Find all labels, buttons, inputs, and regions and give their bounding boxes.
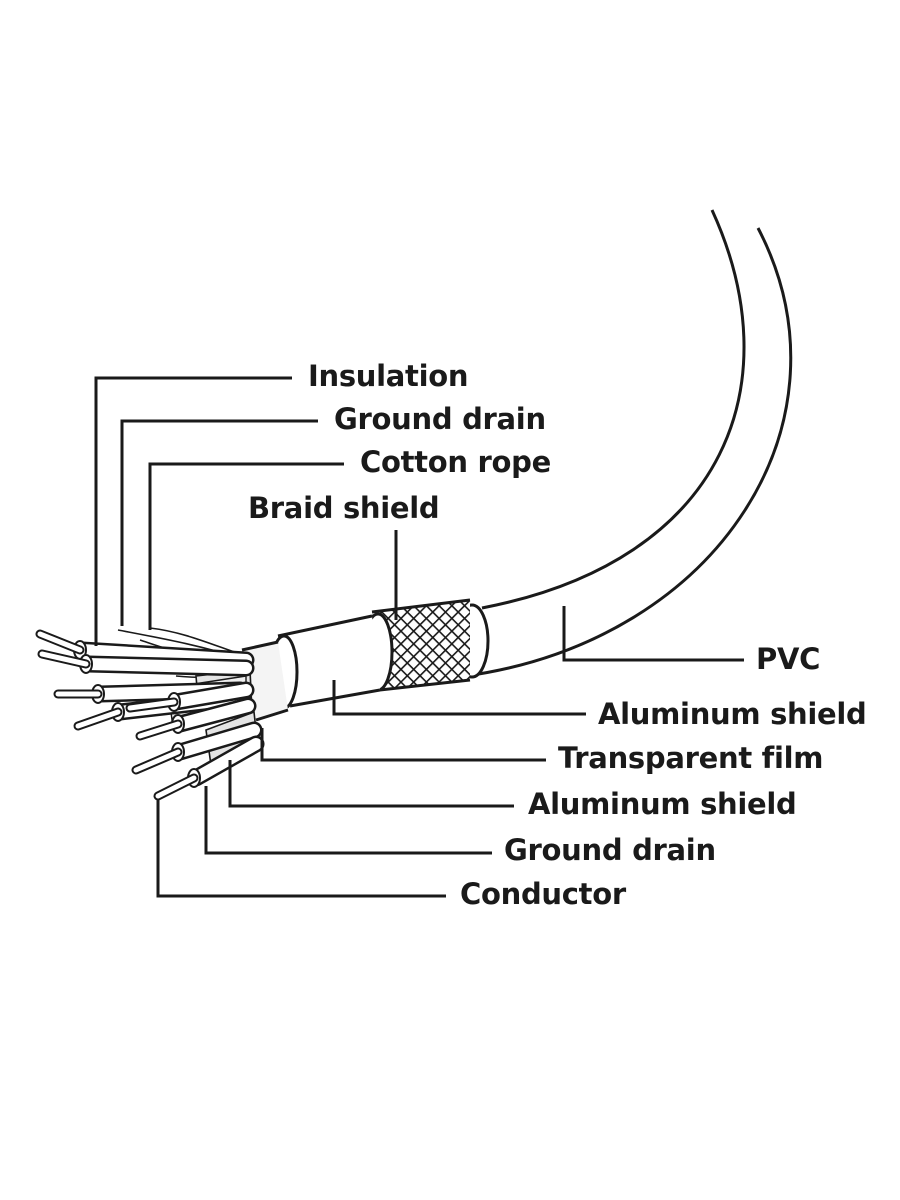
label-ground-drain-bottom: Ground drain xyxy=(504,833,716,867)
label-aluminum-shield-inner: Aluminum shield xyxy=(528,787,797,821)
label-conductor: Conductor xyxy=(460,877,626,911)
leader-conductor xyxy=(156,800,446,898)
leader-lines xyxy=(94,376,744,898)
pvc-upper-edge xyxy=(481,209,746,610)
aluminum-shield-outer xyxy=(269,614,381,710)
leader-insulation xyxy=(94,376,292,646)
pvc-lower-edge xyxy=(465,227,793,678)
leader-transparent-film xyxy=(260,728,546,762)
label-aluminum-shield-outer: Aluminum shield xyxy=(598,697,867,731)
leader-cotton-rope xyxy=(148,462,344,630)
label-pvc: PVC xyxy=(756,642,821,676)
leader-ground-drain-top xyxy=(120,419,318,626)
label-braid-shield: Braid shield xyxy=(248,491,440,525)
label-insulation: Insulation xyxy=(308,359,469,393)
label-cotton-rope: Cotton rope xyxy=(360,445,551,479)
braid-shield xyxy=(362,598,471,692)
leader-pvc xyxy=(562,606,744,662)
label-transparent-film: Transparent film xyxy=(558,741,824,775)
leader-ground-drain-bottom xyxy=(204,786,492,855)
pvc-jacket xyxy=(454,209,793,679)
insulated-wires xyxy=(35,629,265,801)
label-ground-drain-top: Ground drain xyxy=(334,402,546,436)
leader-aluminum-shield-inner xyxy=(228,760,514,808)
leader-aluminum-shield-outer xyxy=(332,680,586,716)
